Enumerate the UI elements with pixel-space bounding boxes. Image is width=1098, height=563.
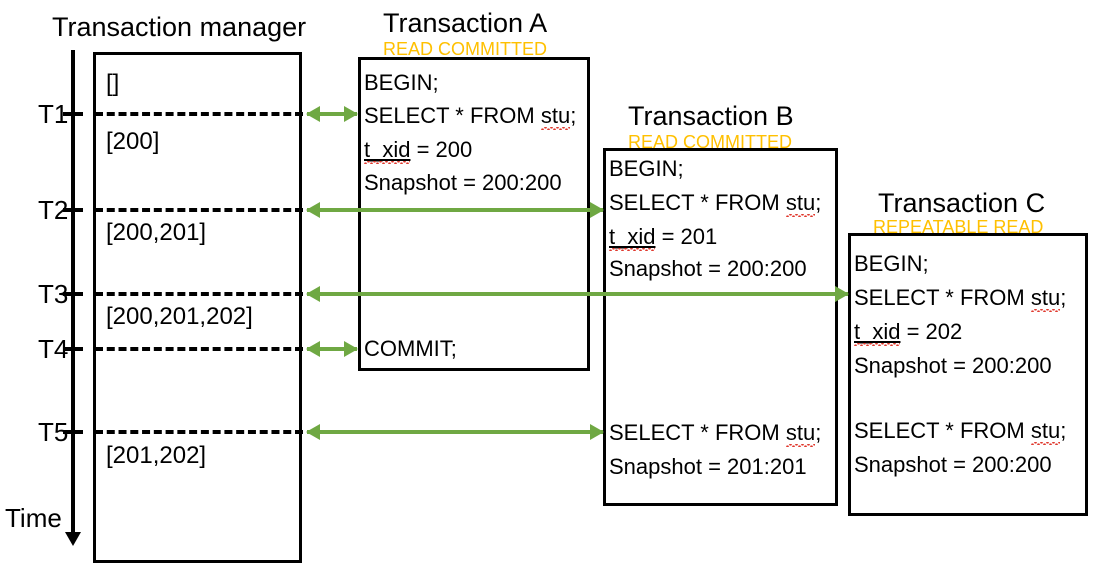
transaction-a-line-commit: COMMIT; — [364, 336, 457, 361]
tick-t1 — [63, 112, 83, 116]
transaction-b-line-snapshot: Snapshot = 200:200 — [609, 256, 807, 281]
transaction-c-line-snapshot: Snapshot = 200:200 — [854, 353, 1052, 378]
arrow-shaft — [307, 347, 357, 351]
xid-list-after-t1: [200] — [106, 128, 160, 155]
arrow-shaft — [307, 112, 357, 116]
xid-list-after-t2: [200,201] — [106, 219, 207, 246]
transaction-b-box — [603, 148, 838, 506]
tick-t5 — [63, 430, 83, 434]
tick-t2 — [63, 208, 83, 212]
transaction-a-box — [358, 57, 590, 371]
arrow-head-right-icon — [835, 286, 849, 302]
timeline-dash-t1 — [95, 112, 303, 116]
transaction-c-line-txid: t_xid = 202 — [854, 319, 963, 346]
arrow-head-right-icon — [590, 202, 604, 218]
tick-t4 — [63, 347, 83, 351]
timeline-dash-t3 — [95, 292, 303, 296]
transaction-c-line-snapshot-2: Snapshot = 200:200 — [854, 452, 1052, 477]
transaction-a-isolation: READ COMMITTED — [383, 39, 547, 59]
arrow-head-right-icon — [590, 424, 604, 440]
transaction-b-line-select: SELECT * FROM stu; — [609, 190, 822, 217]
transaction-manager-title: Transaction manager — [52, 12, 307, 42]
xid-list-initial: [] — [106, 70, 120, 97]
transaction-a-line-select: SELECT * FROM stu; — [364, 103, 577, 130]
tick-t3 — [63, 292, 83, 296]
transaction-b-isolation: READ COMMITTED — [628, 132, 792, 152]
transaction-a-line-txid: t_xid = 200 — [364, 137, 473, 164]
timeline-dash-t4 — [95, 347, 303, 351]
transaction-c-line-select-2: SELECT * FROM stu; — [854, 418, 1067, 445]
transaction-a-line-begin: BEGIN; — [364, 70, 439, 95]
transaction-c-isolation: REPEATABLE READ — [873, 217, 1044, 237]
transaction-c-box — [848, 233, 1088, 516]
transaction-b-line-begin: BEGIN; — [609, 156, 684, 181]
time-axis-label: Time — [5, 503, 62, 533]
xid-list-after-t3: [200,201,202] — [106, 303, 253, 330]
arrow-shaft — [307, 292, 848, 296]
arrow-head-right-icon — [344, 341, 358, 357]
timeline-dash-t5 — [95, 430, 303, 434]
transaction-manager-box — [93, 52, 302, 563]
arrow-head-left-icon — [306, 106, 320, 122]
arrow-head-left-icon — [306, 424, 320, 440]
transaction-a-line-snapshot: Snapshot = 200:200 — [364, 170, 562, 195]
arrow-shaft — [307, 208, 603, 212]
timeline-dash-t2 — [95, 208, 303, 212]
arrow-head-left-icon — [306, 202, 320, 218]
transaction-a-title: Transaction A — [383, 8, 548, 38]
xid-list-after-t5: [201,202] — [106, 442, 207, 469]
transaction-b-line-select-2: SELECT * FROM stu; — [609, 420, 822, 447]
arrow-head-left-icon — [306, 341, 320, 357]
transaction-c-line-select: SELECT * FROM stu; — [854, 285, 1067, 312]
transaction-c-line-begin: BEGIN; — [854, 251, 929, 276]
arrow-shaft — [307, 430, 603, 434]
transaction-b-line-txid: t_xid = 201 — [609, 224, 718, 251]
transaction-b-title: Transaction B — [628, 101, 794, 131]
transaction-b-line-snapshot-2: Snapshot = 201:201 — [609, 454, 807, 479]
transaction-c-title: Transaction C — [878, 188, 1046, 218]
arrow-head-left-icon — [306, 286, 320, 302]
time-axis-arrowhead — [65, 532, 81, 546]
arrow-head-right-icon — [344, 106, 358, 122]
